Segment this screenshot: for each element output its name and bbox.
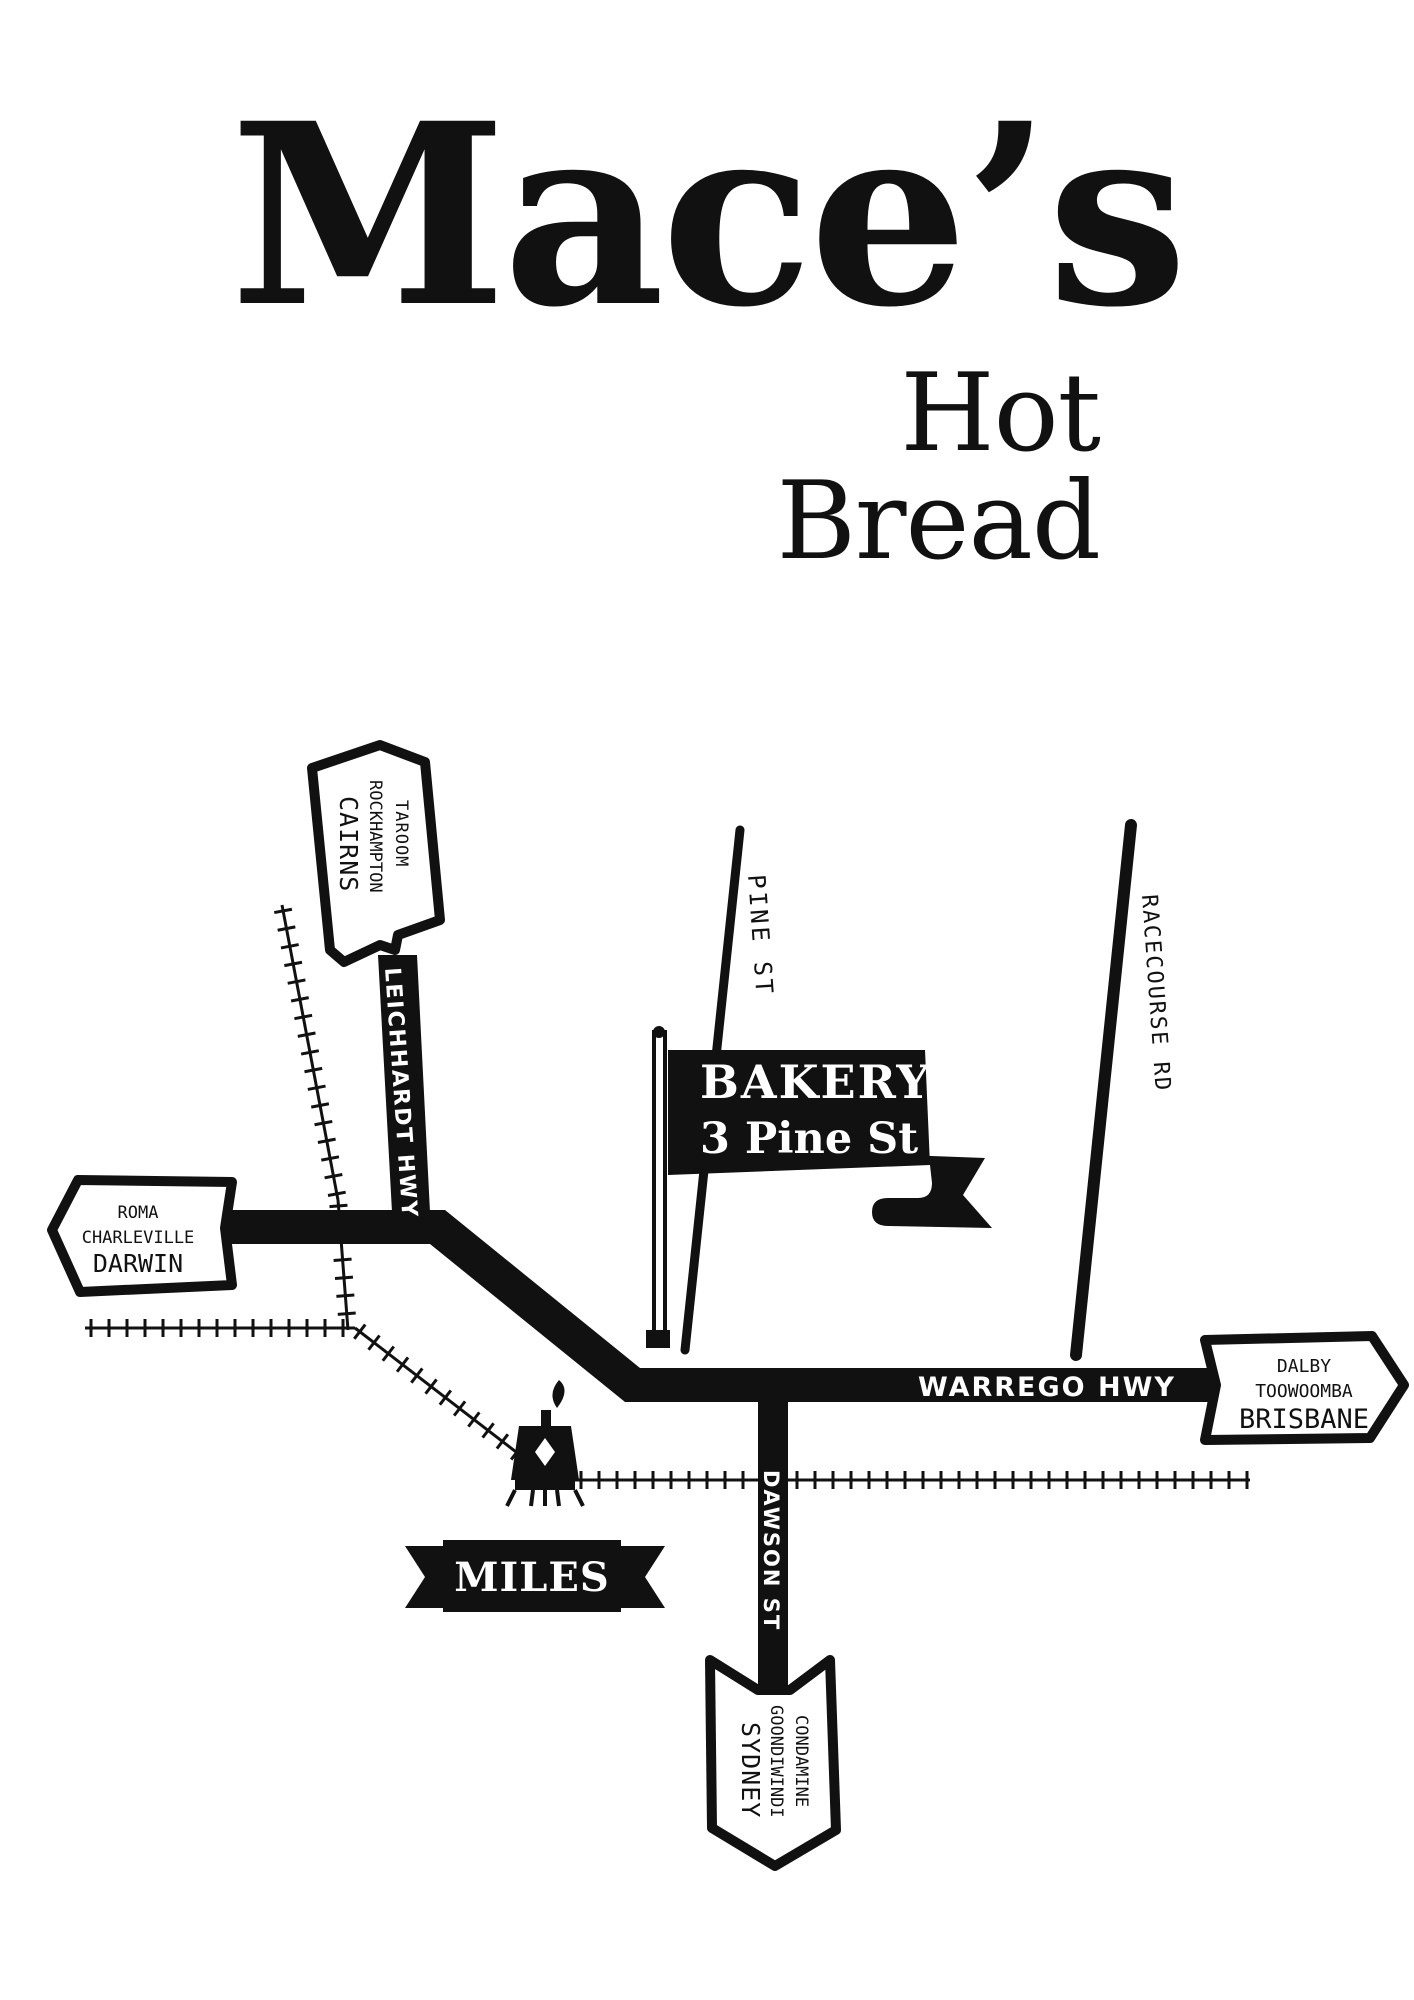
railway-tie	[481, 1422, 495, 1439]
bakery-flag: BAKERY 3 Pine St	[646, 1026, 992, 1348]
sign-south-line-2: GOONDIWINDI	[766, 1705, 786, 1818]
railway-tie	[337, 1311, 356, 1316]
pine-st-label: PINE ST	[742, 873, 778, 997]
flag-pole	[652, 1030, 667, 1344]
warrego-hwy-label: WARREGO HWY	[918, 1372, 1176, 1403]
sign-north: TAROOM ROCKHAMPTON CAIRNS	[307, 740, 445, 967]
railway-tie	[353, 1323, 367, 1340]
sign-south-line-1: CONDAMINE	[791, 1715, 811, 1807]
sign-north-line-2: ROCKHAMPTON	[365, 780, 385, 893]
railway-tie	[334, 1275, 354, 1280]
railway-tie	[395, 1356, 410, 1373]
railway-tie	[314, 1119, 333, 1127]
railway-tie	[495, 1433, 510, 1450]
railway-tie	[438, 1389, 453, 1406]
sign-south-line-3: SYDNEY	[736, 1722, 765, 1818]
railway-tie	[320, 1155, 340, 1162]
sign-east-line-1: DALBY	[1277, 1356, 1331, 1377]
flag-cloth	[668, 1050, 930, 1175]
railway-tie	[284, 960, 303, 968]
bakery-flag-address: 3 Pine St	[700, 1114, 918, 1164]
sign-north-line-3: CAIRNS	[334, 796, 363, 892]
railway-tie	[307, 1084, 326, 1091]
leichhardt-hwy-road	[378, 955, 430, 1212]
sign-south: CONDAMINE GOONDIWINDI SYDNEY	[705, 1655, 841, 1871]
railway-tie	[317, 1137, 336, 1144]
sign-west: ROMA CHARLEVILLE DARWIN	[47, 1175, 237, 1297]
railway-tie	[424, 1378, 438, 1395]
railway-tie	[367, 1334, 381, 1351]
sign-east-line-2: TOOWOOMBA	[1255, 1381, 1353, 1402]
racecourse-rd-label: RACECOURSE RD	[1136, 894, 1175, 1093]
miles-banner: MILES	[405, 1540, 665, 1612]
sign-north-line-1: TAROOM	[391, 800, 411, 867]
highways	[210, 955, 1220, 1702]
railway-tie	[310, 1102, 330, 1109]
sign-east-line-3: BRISBANE	[1239, 1404, 1369, 1435]
railway-tie	[304, 1066, 323, 1074]
railway-tie	[290, 996, 310, 1003]
sign-east: DALBY TOOWOOMBA BRISBANE	[1200, 1331, 1409, 1445]
railway-tie	[467, 1411, 481, 1428]
miles-banner-label: MILES	[454, 1554, 610, 1601]
railway-tie	[329, 1203, 348, 1209]
railway-tie	[410, 1367, 424, 1384]
railway-tie	[280, 943, 299, 950]
sign-west-line-3: DARWIN	[93, 1249, 183, 1278]
railway-tie	[333, 1257, 352, 1263]
dawson-st-label: DAWSON ST	[759, 1470, 783, 1631]
railway-tie	[327, 1190, 346, 1197]
flag-pole-base	[646, 1330, 670, 1348]
sign-west-line-1: ROMA	[118, 1203, 159, 1223]
railway-tie	[297, 1031, 316, 1038]
railway-tie	[287, 978, 306, 985]
railway-tie	[452, 1400, 467, 1417]
railway-tie	[324, 1173, 343, 1180]
bakery-flag-title: BAKERY	[700, 1055, 931, 1109]
railway-tie	[273, 907, 293, 915]
railway-tie	[300, 1049, 320, 1056]
flag-tail	[872, 1155, 992, 1228]
racecourse-rd-line	[1070, 819, 1137, 1361]
sign-west-line-2: CHARLEVILLE	[82, 1228, 195, 1248]
steam-train-icon	[505, 1380, 585, 1507]
flag-pole-finial	[653, 1026, 665, 1038]
railway-tie	[277, 925, 296, 932]
railway-tie	[381, 1345, 395, 1362]
dawson-st-road	[758, 1402, 788, 1702]
brand-tagline: Hot Bread	[776, 351, 1101, 584]
brand-name: Mace’s	[230, 68, 1188, 362]
warrego-hwy-road	[210, 1210, 1220, 1402]
railway-tie	[294, 1013, 313, 1021]
railway-tie	[336, 1293, 355, 1298]
